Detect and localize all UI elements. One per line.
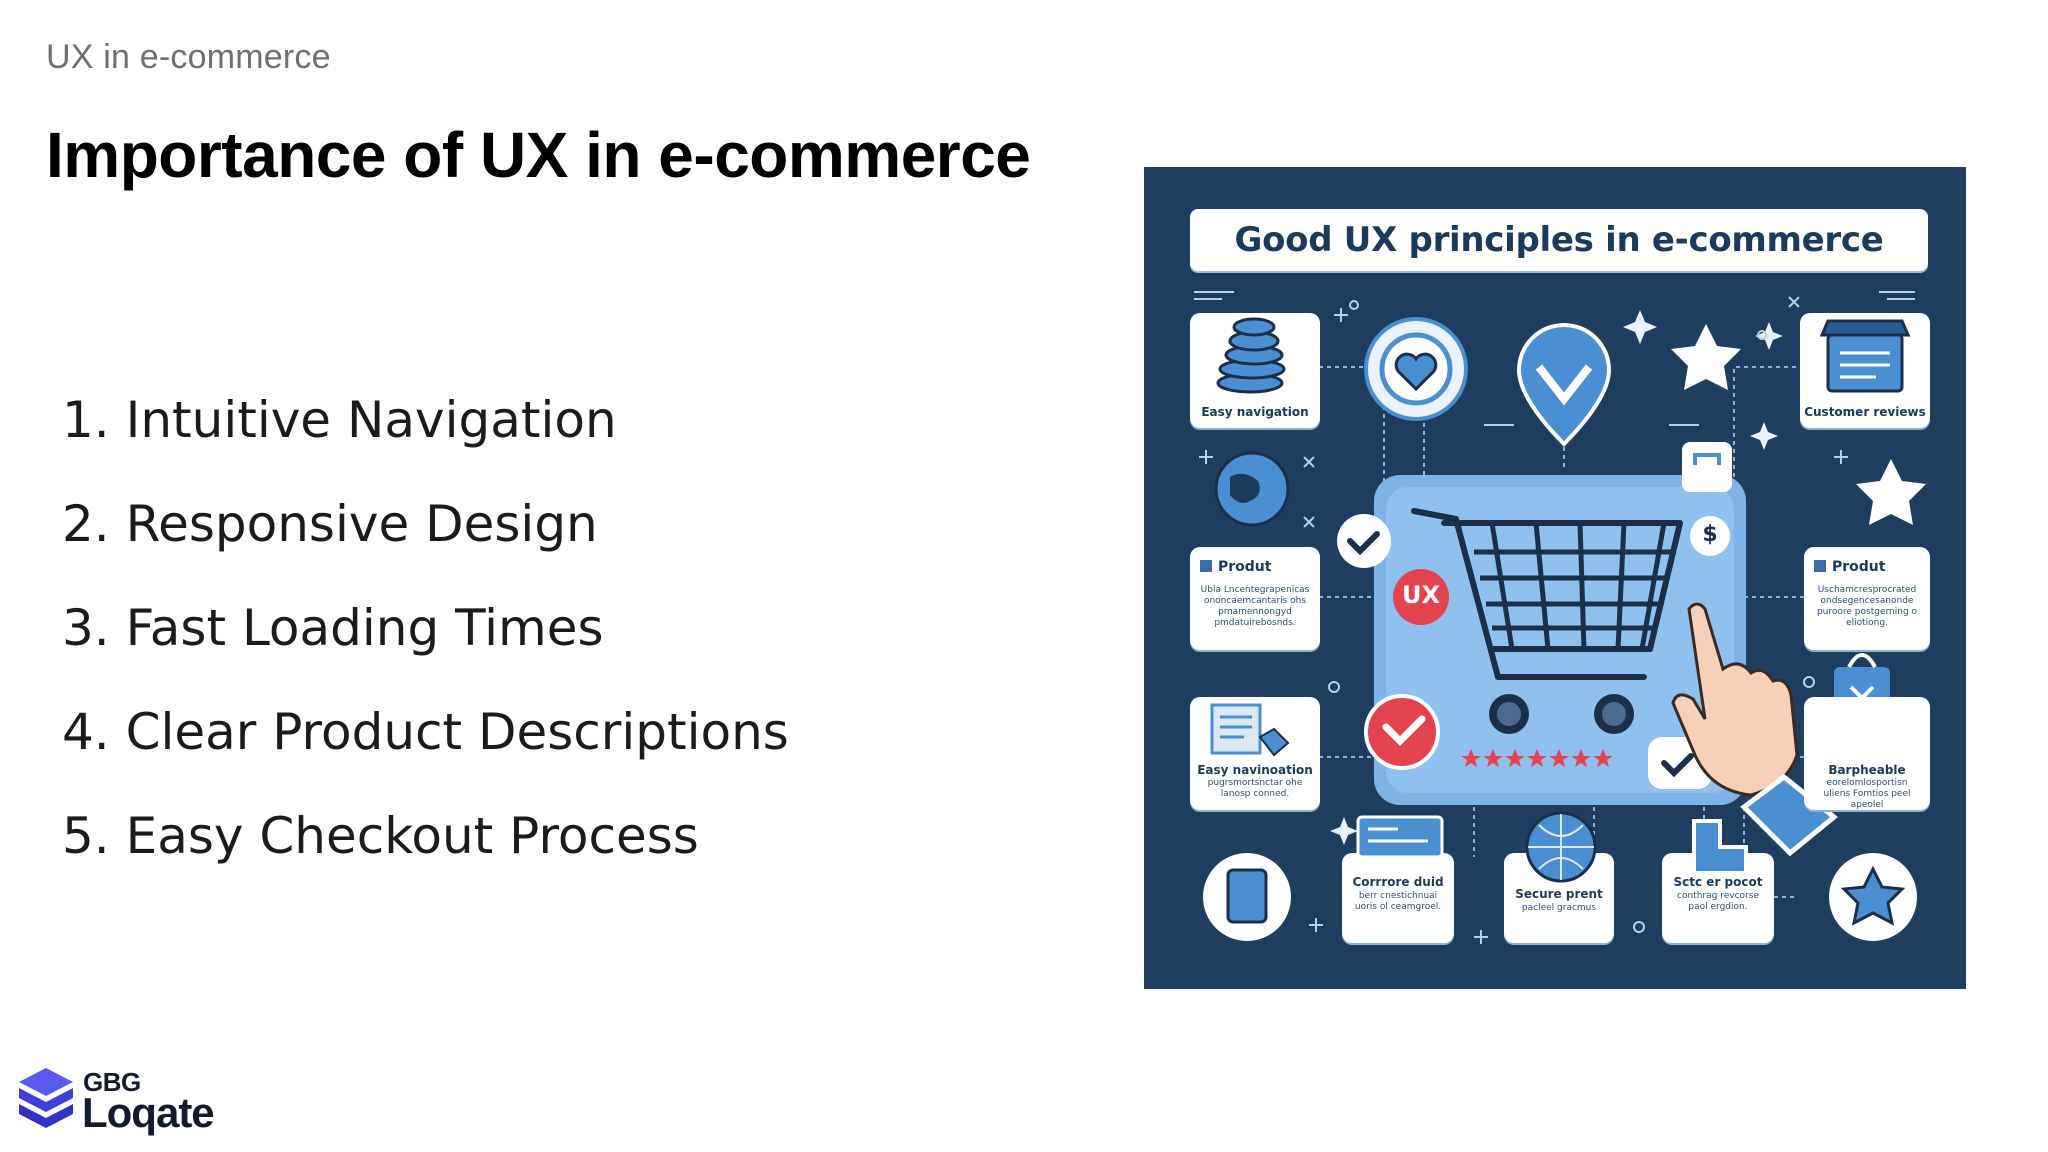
card-label: Easy navigation — [1201, 405, 1309, 419]
card-text: pacleel gracmus — [1521, 903, 1597, 913]
product-icon — [1200, 560, 1212, 572]
card-product-left: Produt Ubla Lncentegrapenicas ononcaemca… — [1190, 547, 1320, 650]
card-label: Customer reviews — [1804, 405, 1926, 419]
list-item: 1. Intuitive Navigation — [62, 391, 617, 449]
card-label: Sctc er pocot — [1673, 875, 1763, 889]
storefront-icon — [1819, 319, 1911, 393]
card-easy-navigation-lower: Easy navinoation pugrsmortsnctar ohe lan… — [1190, 697, 1320, 810]
loqate-cube-icon — [19, 1068, 73, 1128]
card-title: Produt — [1814, 559, 1885, 575]
card-label: Easy navinoation — [1197, 763, 1313, 777]
card-bottom-3: Sctc er pocot conthrag revcorse paol erg… — [1662, 853, 1774, 943]
list-item: 4. Clear Product Descriptions — [62, 703, 789, 761]
card-text: pugrsmortsnctar ohe lanosp conned. — [1207, 778, 1303, 799]
card-customer-reviews: Customer reviews — [1800, 313, 1930, 428]
card-label: Secure prent — [1515, 887, 1603, 901]
card-text: berr cnestichnuai uoris ol ceamgroel. — [1354, 891, 1442, 912]
card-label: Corrrore duid — [1352, 875, 1444, 889]
brand-name: Loqate — [82, 1089, 215, 1136]
card-text: conthrag revcorse paol ergdion. — [1677, 891, 1759, 912]
card-text: Ubla Lncentegrapenicas ononcaemcantaris … — [1200, 585, 1310, 628]
card-product-right: Produt Uschamcresprocrated ondsegencesan… — [1804, 547, 1930, 650]
card-bottom-1: Corrrore duid berr cnestichnuai uoris ol… — [1342, 853, 1454, 943]
infographic-heading: Good UX principles in e-commerce — [1190, 209, 1928, 271]
brand-logo: GBG Loqate — [15, 1064, 245, 1136]
slide-title: Importance of UX in e-commerce — [46, 119, 1031, 191]
product-icon — [1814, 560, 1826, 572]
infographic-image: Good UX principles in e-commerce Easy na… — [1144, 167, 1966, 989]
price-badge: $ — [1702, 522, 1718, 547]
card-shoppable: Barpheable eorelomlosportisn uliens Fomt… — [1804, 697, 1930, 810]
section-label: UX in e-commerce — [46, 38, 331, 76]
card-bottom-2: Secure prent pacleel gracmus — [1504, 853, 1614, 943]
list-item: 2. Responsive Design — [62, 495, 598, 553]
card-text: eorelomlosportisn uliens Fomtios peel ap… — [1823, 778, 1911, 810]
infographic-heading-text: Good UX principles in e-commerce — [1234, 220, 1884, 260]
coins-icon — [1216, 317, 1286, 394]
card-title-text: Produt — [1832, 559, 1886, 575]
brand-parent: GBG — [83, 1067, 141, 1097]
principles-list: 1. Intuitive Navigation 2. Responsive De… — [62, 385, 789, 905]
card-title-text: Produt — [1218, 559, 1272, 575]
list-item: 3. Fast Loading Times — [62, 599, 604, 657]
ux-badge: UX — [1402, 581, 1440, 609]
infographic-artwork — [1194, 291, 1926, 944]
document-icon — [1210, 703, 1290, 757]
list-item: 5. Easy Checkout Process — [62, 807, 699, 865]
card-easy-navigation: Easy navigation — [1190, 313, 1320, 428]
card-text: Uschamcresprocrated ondsegencesanonde pu… — [1816, 585, 1918, 628]
card-title: Produt — [1200, 559, 1271, 575]
card-label: Barpheable — [1828, 763, 1906, 777]
